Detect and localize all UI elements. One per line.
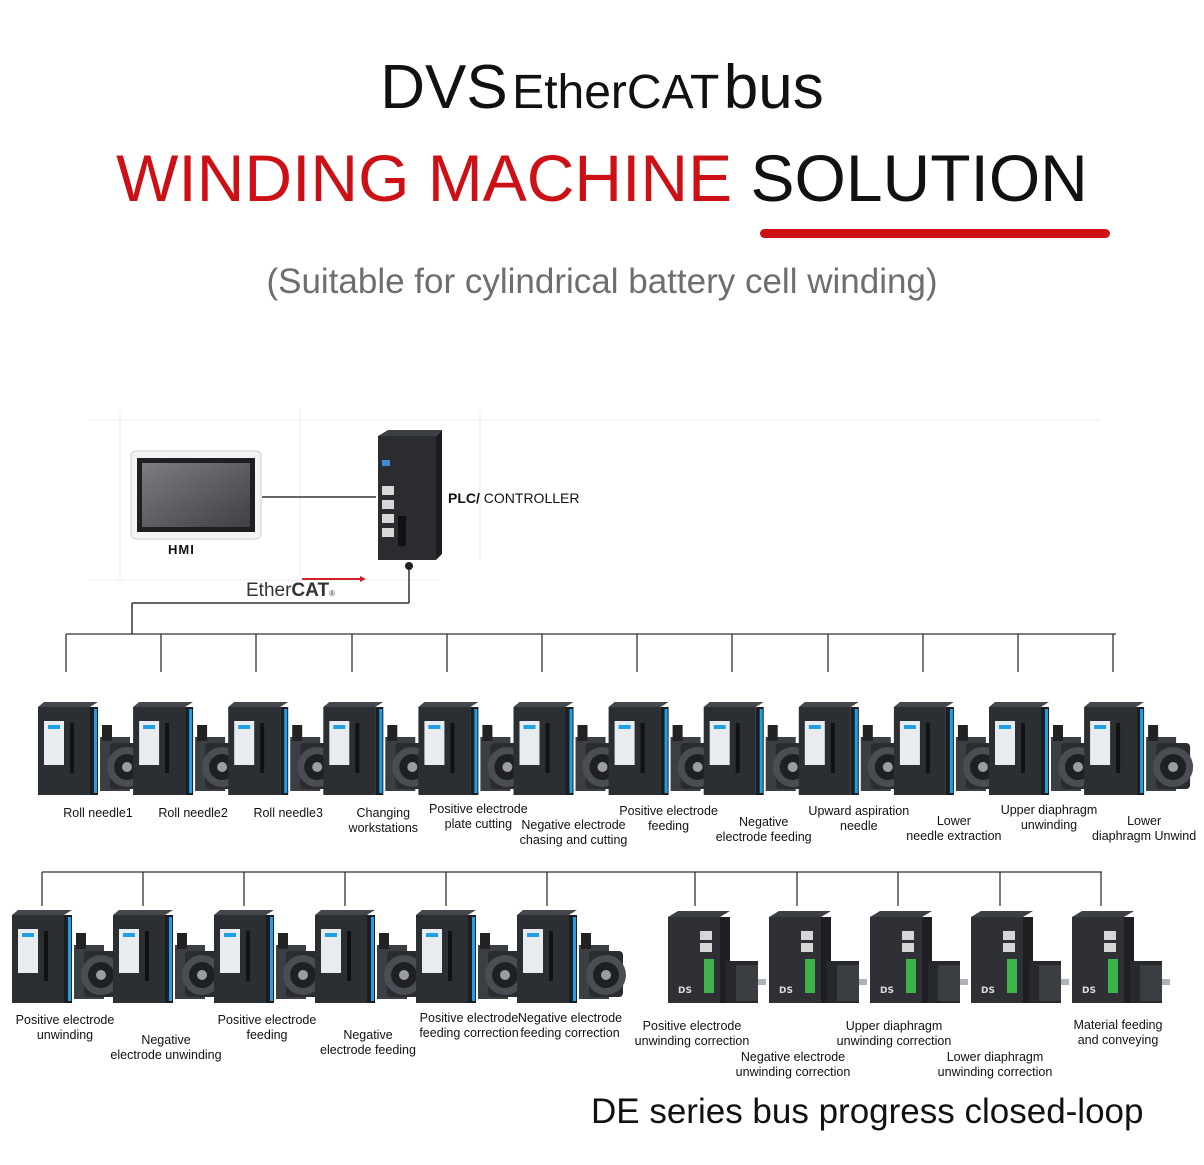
servo-drive-icon	[416, 910, 525, 1003]
ethercat-logo-suffix: CAT	[291, 580, 330, 601]
title-solution: SOLUTION	[750, 141, 1088, 215]
hmi-panel-icon	[130, 450, 262, 540]
servo-drive-icon	[608, 702, 718, 795]
plc-controller-icon	[378, 430, 442, 560]
servo-drive-icon	[798, 702, 908, 795]
ethercat-logo: EtherCAT®	[246, 580, 335, 602]
servo-drive-icon	[214, 910, 323, 1003]
servo-drive-icon	[323, 702, 433, 795]
title-ethercat: EtherCAT	[512, 66, 720, 119]
ethercat-logo-prefix: Ether	[246, 580, 292, 601]
svg-text:DS: DS	[779, 986, 793, 996]
de-series-drive-icon: DS	[971, 911, 1069, 1003]
servo-drive-icon	[513, 702, 623, 795]
servo-drive-icon	[418, 702, 528, 795]
servo-drive-icon	[12, 910, 121, 1003]
servo-drive-icon	[113, 910, 222, 1003]
de-series-drive-icon: DS	[668, 911, 766, 1003]
title-winding-machine: WINDING MACHINE	[116, 141, 733, 215]
servo-drive-icon	[703, 702, 813, 795]
title-line-2: WINDING MACHINE SOLUTION	[0, 140, 1204, 216]
device-label-row1: Roll needle2	[158, 806, 228, 820]
svg-text:DS: DS	[1082, 986, 1096, 996]
servo-drive-icon	[133, 702, 243, 795]
title-underline	[760, 229, 1110, 238]
device-label-row1: Roll needle1	[63, 806, 133, 820]
ethercat-arrow-icon	[302, 576, 366, 582]
svg-text:DS: DS	[880, 986, 894, 996]
de-series-drive-icon: DS	[769, 911, 867, 1003]
title-line-1: DVS EtherCAT bus	[0, 52, 1204, 123]
title-bus: bus	[723, 53, 824, 122]
plc-label-bold: PLC/	[448, 490, 480, 506]
servo-drive-icon	[893, 702, 1003, 795]
de-series-drive-icon: DS	[1072, 911, 1170, 1003]
hmi-label: HMI	[168, 542, 195, 557]
device-label-row1: Roll needle3	[253, 806, 323, 820]
servo-drive-icon	[228, 702, 338, 795]
subtitle: (Suitable for cylindrical battery cell w…	[266, 262, 938, 301]
servo-drive-icon	[517, 910, 626, 1003]
servo-drive-icon	[315, 910, 424, 1003]
title-dvs: DVS	[380, 53, 508, 122]
ethercat-logo-mark: ®	[329, 589, 335, 598]
plc-label: PLC/ CONTROLLER	[448, 490, 579, 506]
svg-text:DS: DS	[678, 986, 692, 996]
plc-label-rest: CONTROLLER	[479, 490, 580, 506]
svg-text:DS: DS	[981, 986, 995, 996]
de-series-drive-icon: DS	[870, 911, 968, 1003]
servo-drive-icon	[38, 702, 147, 795]
network-lines-top	[131, 496, 413, 634]
servo-drive-icon	[989, 702, 1098, 795]
servo-drive-icon	[1084, 702, 1194, 795]
footer-caption: DE series bus progress closed-loop	[591, 1092, 1144, 1131]
